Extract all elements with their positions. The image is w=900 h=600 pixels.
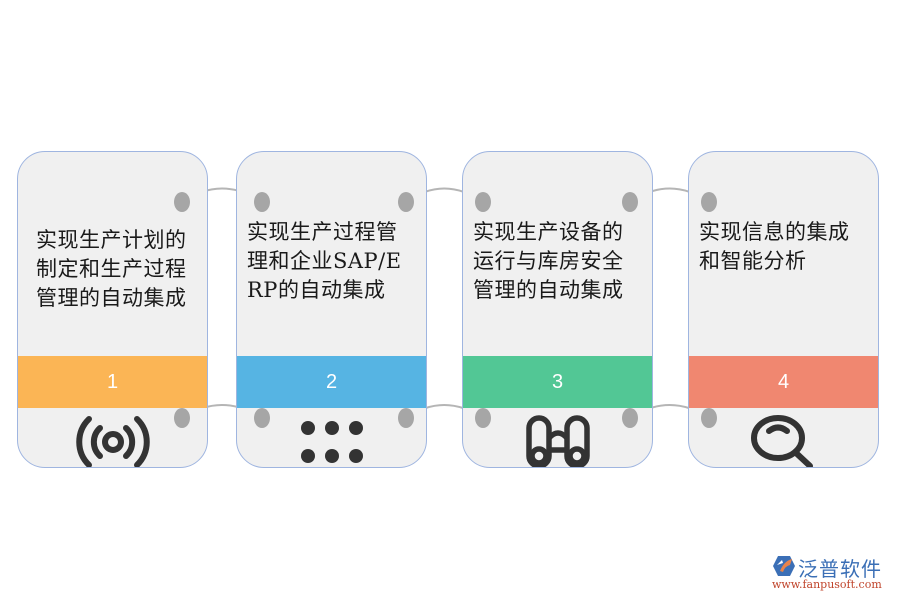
six-dots-icon — [300, 421, 363, 463]
step-number: 3 — [551, 370, 564, 393]
binoculars-icon — [525, 415, 590, 467]
step-number-band: 4 — [689, 356, 878, 408]
step-number: 4 — [777, 370, 790, 393]
step-text: 实现生产计划的制定和生产过程管理的自动集成 — [36, 228, 187, 310]
step-text: 实现生产设备的运行与库房安全管理的自动集成 — [473, 220, 624, 302]
brand-name: 泛普软件 — [798, 557, 882, 581]
step-card-2: 实现生产过程管理和企业SAP/ERP的自动集成 2 — [236, 151, 427, 468]
broadcast-icon — [75, 416, 150, 467]
brand-url: www.fanpusoft.com — [772, 578, 882, 591]
step-text: 实现生产过程管理和企业SAP/ERP的自动集成 — [247, 220, 402, 302]
step-card-1: 实现生产计划的制定和生产过程管理的自动集成 1 — [17, 151, 208, 468]
search-icon — [750, 415, 813, 467]
brand-logo: 泛普软件 www.fanpusoft.com — [772, 553, 892, 593]
step-number-band: 3 — [463, 356, 652, 408]
step-number: 1 — [106, 370, 119, 393]
step-text: 实现信息的集成和智能分析 — [699, 220, 850, 273]
step-number: 2 — [325, 370, 338, 393]
step-number-band: 2 — [237, 356, 426, 408]
brand-mark-icon — [773, 556, 795, 576]
step-card-4: 实现信息的集成和智能分析 4 — [688, 151, 879, 468]
step-number-band: 1 — [18, 356, 207, 408]
step-card-3: 实现生产设备的运行与库房安全管理的自动集成 3 — [462, 151, 653, 468]
